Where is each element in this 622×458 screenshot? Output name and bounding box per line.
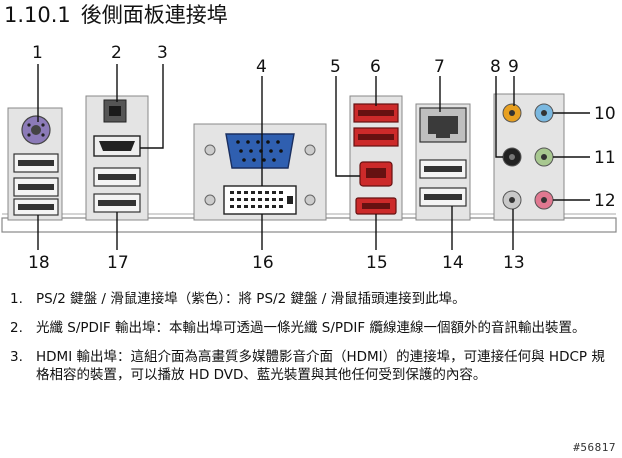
- callout-1: 1: [32, 43, 43, 63]
- section-heading: 1.10.1 後側面板連接埠: [4, 2, 228, 28]
- list-item: 3. HDMI 輸出埠：這組介面為高畫質多媒體影音介面（HDMI）的連接埠，可連…: [10, 348, 610, 384]
- port-description-list: 1. PS/2 鍵盤 / 滑鼠連接埠（紫色）：將 PS/2 鍵盤 / 滑鼠插頭連…: [10, 290, 610, 395]
- esata-usb-block: [349, 95, 403, 221]
- callout-18: 18: [28, 253, 50, 273]
- callout-14: 14: [442, 253, 464, 273]
- callout-4: 4: [256, 57, 267, 77]
- callout-16: 16: [252, 253, 274, 273]
- callout-13: 13: [503, 253, 525, 273]
- lan-usb-block: [415, 103, 471, 221]
- watermark: #56817: [573, 441, 616, 454]
- section-title: 後側面板連接埠: [80, 3, 228, 27]
- callout-8: 8: [490, 57, 501, 77]
- item-text: PS/2 鍵盤 / 滑鼠連接埠（紫色）：將 PS/2 鍵盤 / 滑鼠插頭連接到此…: [36, 291, 466, 307]
- rear-panel-diagram: 1 2 3 4 5 6 7 8 9 10 11 12 13 14 15 16 1…: [1, 43, 617, 273]
- audio-jack-block: [493, 93, 565, 221]
- leader-lines: [37, 64, 590, 250]
- list-item: 2. 光纖 S/PDIF 輸出埠：本輸出埠可透過一條光纖 S/PDIF 纜線連線…: [10, 319, 610, 337]
- item-text: 光纖 S/PDIF 輸出埠：本輸出埠可透過一條光纖 S/PDIF 纜線連線一個額…: [36, 320, 586, 336]
- callout-10: 10: [594, 104, 616, 124]
- item-text: HDMI 輸出埠：這組介面為高畫質多媒體影音介面（HDMI）的連接埠，可連接任何…: [36, 349, 605, 383]
- item-number: 1.: [10, 291, 23, 307]
- item-number: 2.: [10, 320, 23, 336]
- callout-3: 3: [157, 43, 168, 63]
- callout-15: 15: [366, 253, 388, 273]
- list-item: 1. PS/2 鍵盤 / 滑鼠連接埠（紫色）：將 PS/2 鍵盤 / 滑鼠插頭連…: [10, 290, 610, 308]
- callout-6: 6: [370, 57, 381, 77]
- section-number: 1.10.1: [4, 3, 71, 27]
- callout-5: 5: [330, 57, 341, 77]
- callout-7: 7: [434, 57, 445, 77]
- callout-9: 9: [508, 57, 519, 77]
- ps2-usb-block: [7, 107, 63, 221]
- item-number: 3.: [10, 349, 23, 365]
- callout-12: 12: [594, 191, 616, 211]
- vga-dvi-block: [193, 123, 327, 221]
- spdif-hdmi-block: [85, 95, 149, 221]
- callout-2: 2: [111, 43, 122, 63]
- callout-11: 11: [594, 148, 616, 168]
- callout-17: 17: [107, 253, 129, 273]
